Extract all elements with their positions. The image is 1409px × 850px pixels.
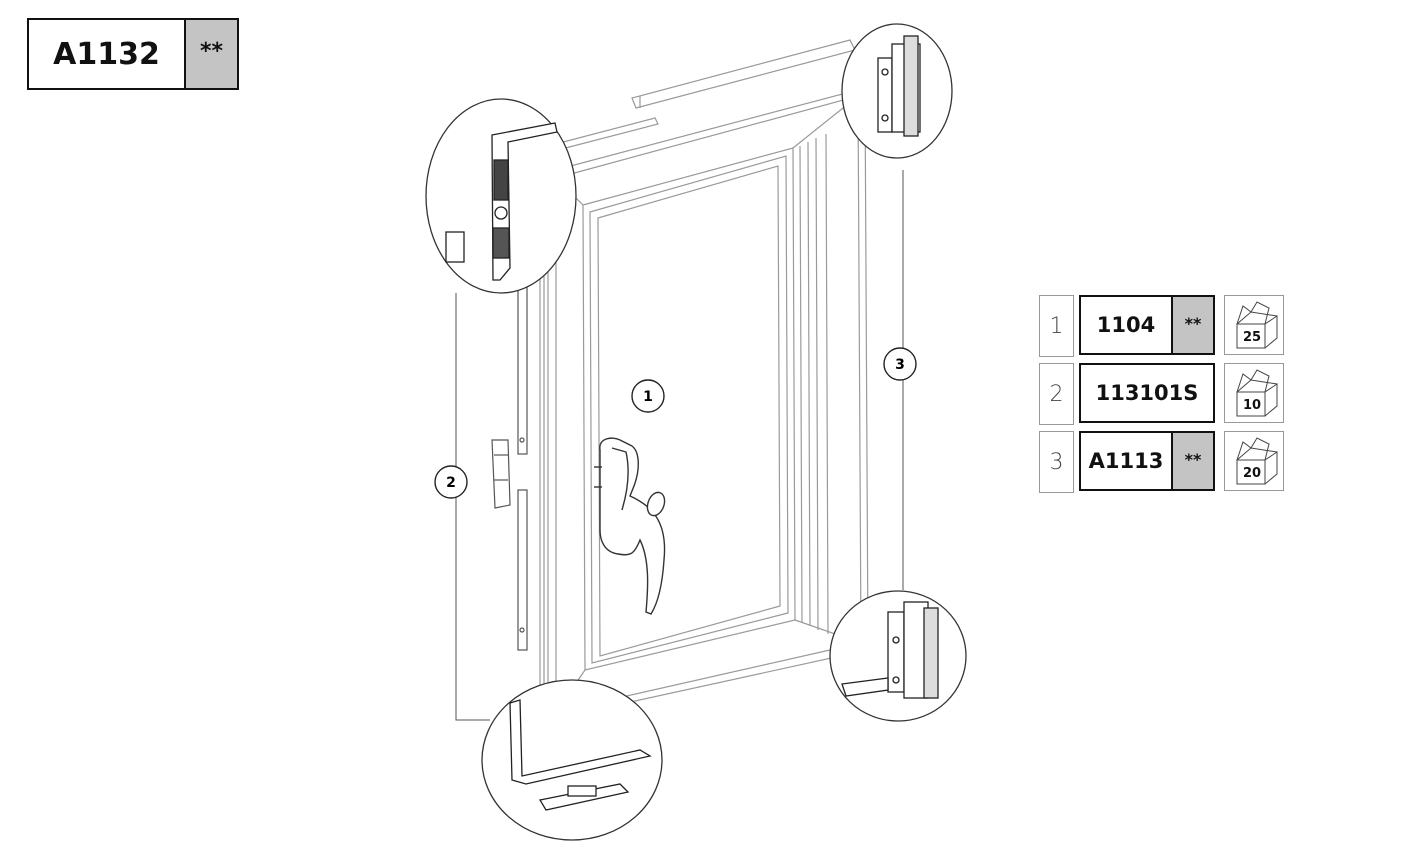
legend-part-code-box: 113101S — [1079, 363, 1215, 423]
legend-index: 2 — [1039, 363, 1074, 425]
legend-part-code: 113101S — [1095, 381, 1199, 405]
box-icon: 25 — [1224, 295, 1284, 355]
product-code: A1132 — [29, 20, 186, 88]
svg-text:1: 1 — [643, 389, 653, 405]
sash-frame — [539, 39, 869, 722]
legend-index: 3 — [1039, 431, 1074, 493]
legend-part-code-box: A1113 ** — [1079, 431, 1215, 491]
leader-2 — [455, 293, 490, 721]
product-code-box: A1132 ** — [27, 18, 239, 90]
legend-part-code: 1104 — [1096, 313, 1156, 337]
box-icon: 10 — [1224, 363, 1284, 423]
box-quantity: 25 — [1242, 329, 1262, 345]
legend-part-code-box: 1104 ** — [1079, 295, 1215, 355]
legend-row-1: 1 1104 ** 25 — [1039, 295, 1287, 357]
legend-row-3: 3 A1113 ** 20 — [1039, 431, 1287, 493]
detail-parts — [445, 35, 939, 811]
svg-text:2: 2 — [446, 475, 456, 491]
detail-bottom-left — [481, 679, 663, 841]
box-icon: 20 — [1224, 431, 1284, 491]
legend-row-2: 2 113101S 10 — [1039, 363, 1287, 425]
box-quantity: 10 — [1242, 397, 1262, 413]
legend-part-stars: ** — [1171, 297, 1213, 353]
handle-icon — [594, 437, 666, 615]
legend-index: 1 — [1039, 295, 1074, 357]
espagnolette-bar — [491, 277, 528, 651]
callout-2: 2 — [434, 465, 468, 499]
callout-1: 1 — [631, 379, 665, 413]
svg-text:3: 3 — [895, 357, 905, 373]
callout-3: 3 — [883, 347, 917, 381]
legend-part-code: A1113 — [1088, 449, 1164, 473]
legend-part-stars: ** — [1171, 433, 1213, 489]
box-quantity: 20 — [1242, 465, 1262, 481]
product-code-stars: ** — [186, 20, 237, 88]
